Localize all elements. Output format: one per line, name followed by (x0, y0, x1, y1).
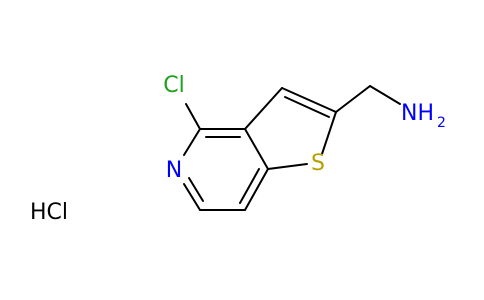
bonds (183, 85, 401, 211)
bond-c4-cl (185, 103, 201, 130)
bond-c6-n5-inner (188, 177, 204, 202)
bond-c3a-c7a (244, 128, 269, 170)
bond-n5-c4 (183, 128, 201, 156)
amine-label: NH (401, 101, 434, 126)
bond-c3-c2-inner (284, 96, 330, 118)
bond-c2-s1 (321, 111, 337, 155)
amine-subscript: 2 (437, 115, 446, 131)
bond-s1-c7a (267, 163, 308, 170)
bond-c7a-c7-inner (239, 168, 260, 204)
bond-c6-n5 (183, 183, 201, 211)
sulfur-label: S (311, 151, 325, 176)
nitrogen-label: N (166, 158, 182, 183)
bond-c3-c2 (281, 87, 337, 113)
atom-labels: Cl N S NH 2 HCl (30, 73, 446, 225)
chlorine-label: Cl (163, 73, 184, 98)
bond-ch2-n (369, 85, 401, 105)
salt-label: HCl (30, 200, 68, 225)
bond-c2-ch2 (335, 85, 371, 113)
bond-c3a-c3 (244, 87, 283, 130)
bond-c7a-c7 (244, 168, 269, 211)
